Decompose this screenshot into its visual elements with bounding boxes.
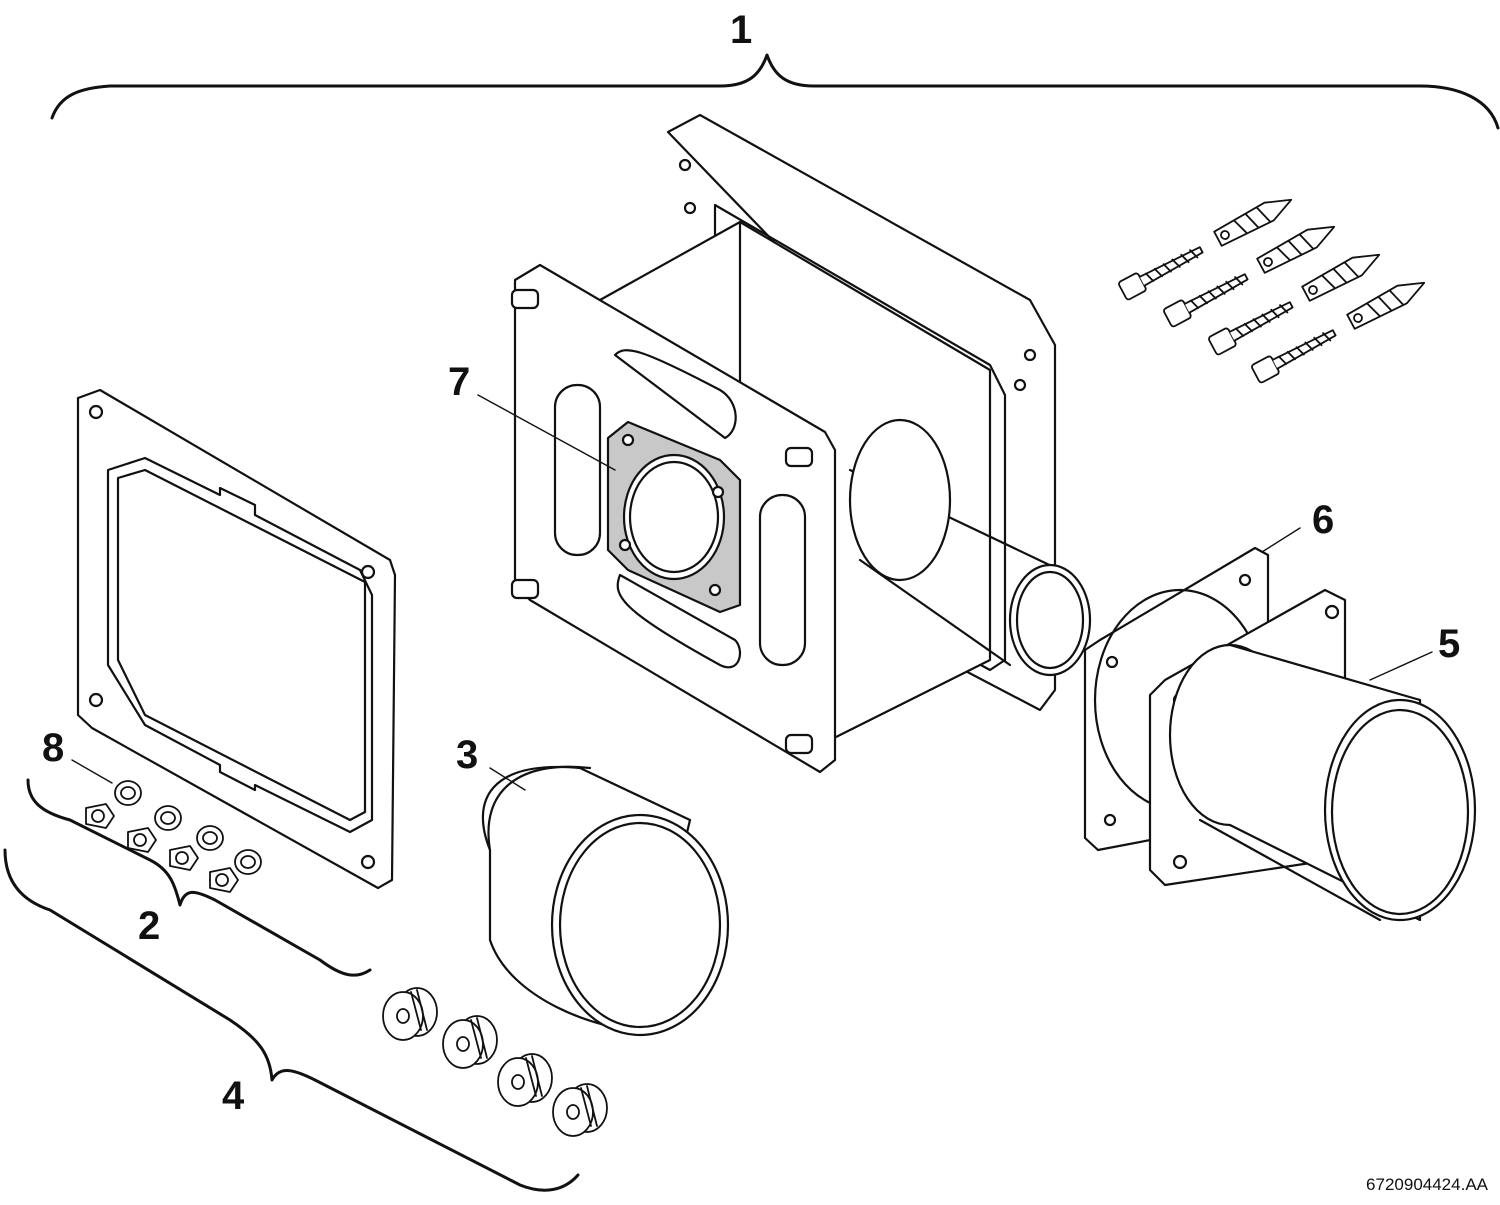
part-4-grommets bbox=[382, 987, 608, 1137]
reference-code: 6720904424.AA bbox=[1366, 1175, 1488, 1194]
callout-5: 5 bbox=[1438, 622, 1461, 666]
bracket-1 bbox=[50, 53, 1500, 130]
part-3-cylinder bbox=[481, 765, 730, 1037]
leader-lines bbox=[71, 394, 1433, 791]
part-7-gasket bbox=[606, 420, 742, 614]
screws-and-wall-plugs bbox=[1118, 198, 1426, 384]
callout-3: 3 bbox=[456, 733, 479, 777]
callout-4: 4 bbox=[222, 1074, 245, 1118]
part-8-nuts-washers bbox=[85, 780, 262, 893]
callout-8: 8 bbox=[42, 726, 65, 770]
callout-1: 1 bbox=[730, 8, 753, 52]
callout-7: 7 bbox=[448, 360, 471, 404]
bracket-2 bbox=[26, 778, 372, 977]
part-8-gasket-frame bbox=[76, 388, 397, 890]
part-5-sleeve bbox=[1148, 588, 1477, 922]
bracket-4 bbox=[3, 848, 580, 1192]
callout-2: 2 bbox=[138, 904, 161, 948]
mounting-pins bbox=[510, 288, 814, 755]
callout-6: 6 bbox=[1312, 498, 1335, 542]
